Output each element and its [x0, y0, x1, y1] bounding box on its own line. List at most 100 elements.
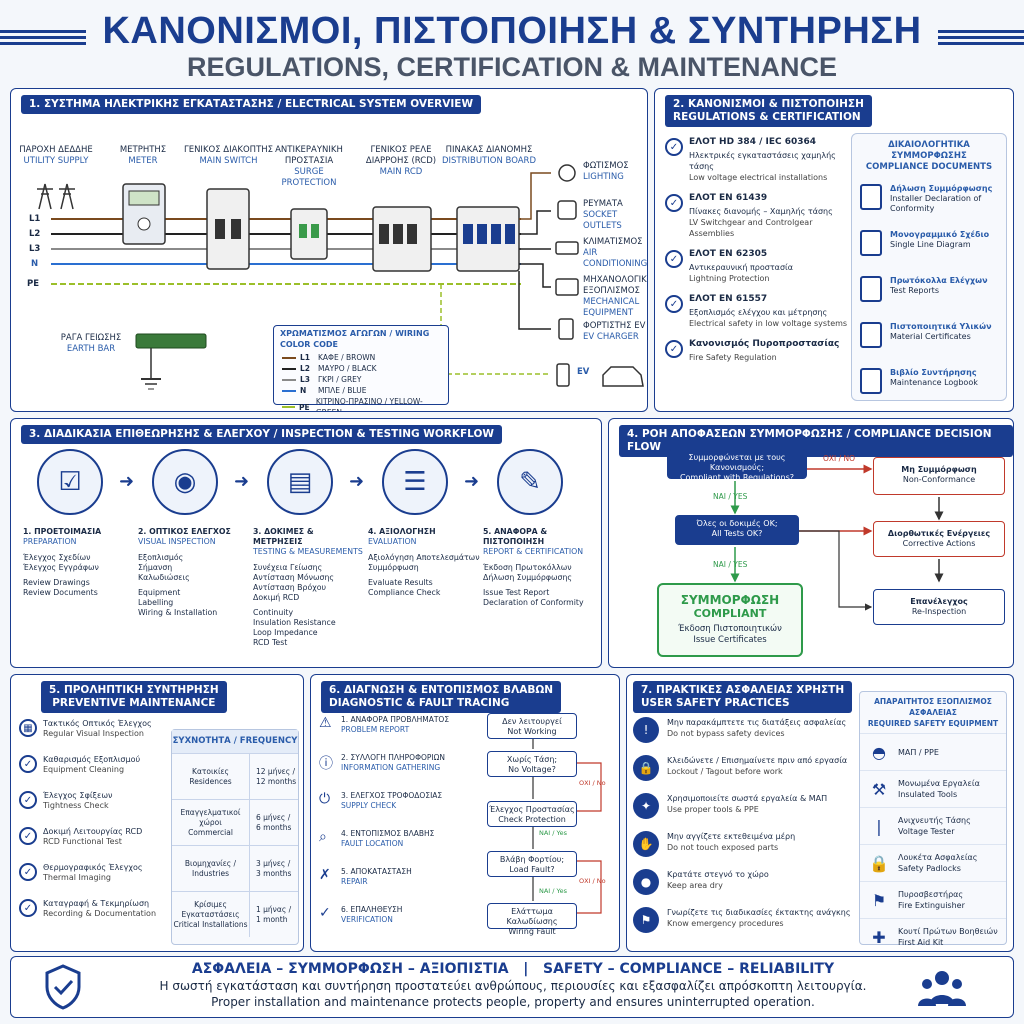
check-icon: ✓ [319, 905, 331, 921]
warning-icon: ! [633, 717, 659, 743]
flow-label-yes: ΝΑΙ / Yes [539, 887, 568, 895]
wire-swatch [282, 367, 296, 370]
section-title: 1. ΣΥΣΤΗΜΑ ΗΛΕΚΤΡΙΚΗΣ ΕΓΚΑΤΑΣΤΑΣΗΣ / ELE… [21, 95, 482, 114]
safety-practice: ⚑Γνωρίζετε τις διαδικασίες έκτακτης ανάγ… [633, 907, 855, 937]
page-title: ΚΑΝΟΝΙΣΜΟΙ, ΠΙΣΤΟΠΟΙΗΣΗ & ΣΥΝΤΗΡΗΣΗ [102, 10, 922, 52]
wire-id: L3 [300, 375, 310, 384]
tools-icon: ✗ [319, 867, 331, 883]
label-no-1: ΟΧΙ / NO [823, 454, 856, 463]
check-icon: ✓ [665, 340, 683, 358]
document-icon [860, 368, 882, 394]
wire-color-label: ΚΑΦΕ / BROWN [318, 353, 376, 362]
section-decision-flow: 4. ΡΟΗ ΑΠΟΦΑΣΕΩΝ ΣΥΜΜΟΡΦΩΣΗΣ / COMPLIANC… [608, 418, 1014, 668]
decision-compliant: Συμμορφώνεται με τους Κανονισμούς;Compli… [667, 449, 807, 482]
flow-label-no: ΟΧΙ / No [579, 779, 606, 787]
standard-desc-en: LV Switchgear and Controlgear Assemblies [689, 218, 813, 238]
fire-extinguisher-icon: ⚑ [633, 907, 659, 933]
wire-swatch [282, 378, 296, 381]
check-icon: ✓ [19, 755, 37, 773]
wire-id: L1 [300, 353, 310, 362]
wire-color-label: ΜΑΥΡΟ / BLACK [318, 364, 377, 373]
arrow-right-icon: ➜ [234, 471, 250, 492]
flow-label-no: ΟΧΙ / No [579, 877, 606, 885]
header-stripes-left [0, 30, 86, 48]
people-icon [918, 971, 966, 1006]
line-label-l1: L1 [29, 214, 41, 224]
wire-swatch [282, 406, 296, 408]
safety-practice: !Μην παρακάμπτετε τις διατάξεις ασφαλεία… [633, 717, 855, 747]
safety-practice: 🔒Κλειδώνετε / Επισημαίνετε πριν από εργα… [633, 755, 855, 785]
voltage-tester-icon: | [876, 816, 882, 836]
info-icon: ⓘ [319, 756, 333, 772]
standard-code: ΕΛΟΤ HD 384 / IEC 60364 [689, 137, 817, 147]
fault-flow-box: Βλάβη Φορτίου;Load Fault? [487, 851, 577, 877]
flow-label-yes: ΝΑΙ / Yes [539, 829, 568, 837]
check-icon: ✓ [19, 827, 37, 845]
wire-color-label: ΜΠΛΕ / BLUE [318, 386, 367, 395]
footer-line-gr: Η σωστή εγκατάσταση και συντήρηση προστα… [159, 979, 867, 993]
standard-desc-gr: Εξοπλισμός ελέγχου και μέτρησης [689, 308, 828, 317]
standard-code: ΕΛΟΤ EN 61439 [689, 193, 768, 203]
color-code-title: ΧΡΩΜΑΤΙΣΜΟΣ ΑΓΩΓΩΝ / WIRING COLOR CODE [280, 329, 430, 349]
frequency-title: ΣΥΧΝΟΤΗΤΑ / FREQUENCY [172, 730, 298, 753]
fault-flow-box: Χωρίς Τάση;No Voltage? [487, 751, 577, 777]
first-aid-icon: ✚ [872, 927, 886, 947]
power-icon: ⏻ [319, 791, 331, 807]
hand-icon: ✋ [633, 831, 659, 857]
wire-color-label: ΓΚΡΙ / GREY [318, 375, 362, 384]
fault-flow-arrows [532, 737, 602, 914]
report-icon: ✎ [497, 449, 563, 515]
helmet-icon: ◓ [872, 742, 886, 762]
check-icon: ✓ [665, 138, 683, 156]
clipboard-icon: ☑ [37, 449, 103, 515]
check-icon: ✓ [665, 295, 683, 313]
standard-desc-en: Fire Safety Regulation [689, 353, 777, 362]
calendar-icon: ▦ [19, 719, 37, 737]
label-yes-2: ΝΑΙ / YES [713, 560, 748, 569]
search-icon: ⌕ [319, 829, 327, 845]
checklist-icon: ☰ [382, 449, 448, 515]
water-drop-icon: ● [633, 869, 659, 895]
warning-icon: ⚠ [319, 715, 332, 731]
standard-desc-gr: Αντικεραυνική προστασία [689, 263, 793, 272]
system-diagram [37, 164, 644, 390]
standard-desc-en: Lightning Protection [689, 274, 770, 283]
fire-extinguisher-icon: ⚑ [871, 890, 887, 910]
standard-code: ΕΛΟΤ EN 62305 [689, 249, 768, 259]
